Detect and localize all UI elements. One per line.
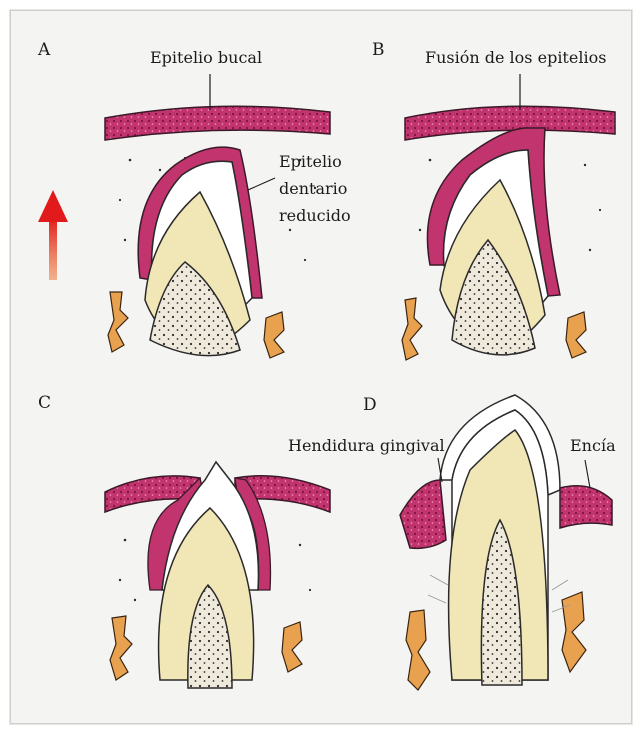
panel-b-letter: B (372, 42, 385, 59)
label-epitelio-dentario-line1: Epitelio (279, 154, 342, 170)
panel-b-illustration (402, 74, 615, 360)
label-epitelio-dentario-line3: reducido (279, 208, 351, 224)
panel-d-letter: D (363, 397, 377, 414)
panel-c-illustration (105, 462, 330, 688)
label-hendidura-gingival: Hendidura gingival (288, 438, 445, 454)
label-fusion-epitelios: Fusión de los epitelios (425, 50, 606, 66)
label-epitelio-bucal: Epitelio bucal (150, 50, 262, 66)
eruption-direction-arrow-icon (38, 190, 68, 280)
panel-a-letter: A (38, 42, 50, 59)
label-encia: Encía (570, 438, 616, 454)
label-epitelio-dentario-line2: dentario (279, 181, 347, 197)
panel-c-letter: C (38, 395, 51, 412)
